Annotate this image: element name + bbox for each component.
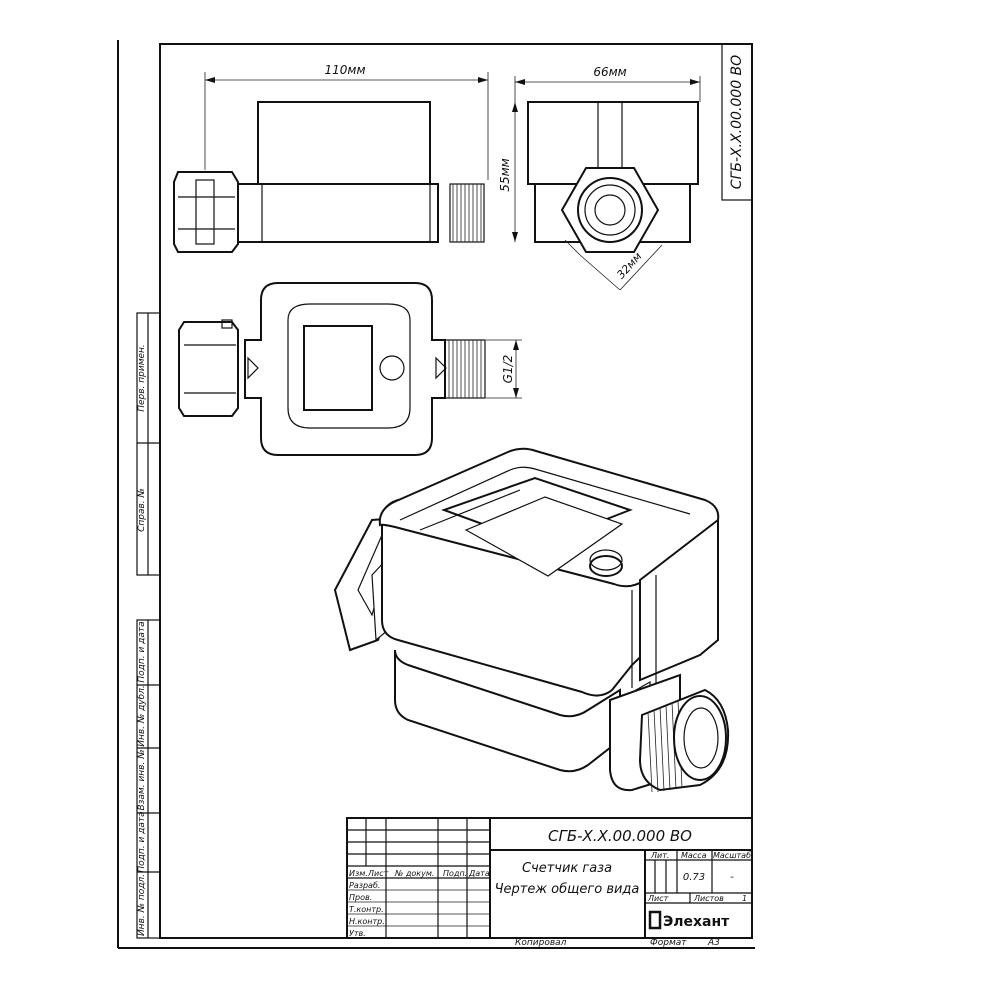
- dim-width: 66мм: [593, 65, 626, 79]
- title-block: СГБ-Х.Х.00.000 ВО Изм. Лист № докум. Под…: [346, 817, 753, 939]
- tb-header-list: Лист: [367, 869, 389, 878]
- stamp-vzam-inv: Взам. инв. №: [137, 749, 147, 810]
- stamp-podp-data-1: Подп. и дата: [137, 621, 147, 682]
- tb-list-label: Лист: [647, 894, 669, 903]
- side-stamp: Перв. примен. Справ. № Подп. и дата Инв.…: [136, 312, 161, 939]
- dim-across-flats: 32мм: [614, 250, 644, 281]
- company-logo: Элехант: [648, 910, 730, 930]
- tb-role-razrab: Разраб.: [349, 881, 380, 890]
- tb-header-dokum: № докум.: [394, 869, 434, 878]
- tb-listov-label: Листов: [693, 894, 724, 903]
- tb-listov-value: 1: [742, 894, 747, 903]
- front-thread: [449, 183, 485, 243]
- tb-header-izm: Изм.: [349, 869, 368, 878]
- tb-masshtab-value: -: [730, 872, 734, 883]
- tb-role-utv: Утв.: [349, 929, 366, 938]
- stamp-podp-data-2: Подп. и дата: [137, 811, 147, 872]
- tb-col-masshtab: Масштаб: [713, 851, 751, 860]
- footer-format-value: А3: [707, 938, 720, 948]
- vertical-code-box: СГБ-Х.Х.00.000 ВО: [721, 43, 753, 201]
- stamp-inv-dubl: Инв. № дубл.: [137, 685, 147, 747]
- stamp-perv-primen: Перв. примен.: [137, 344, 147, 412]
- dim-height: 55мм: [498, 158, 512, 191]
- side-view: 66мм 55мм 32мм: [498, 65, 701, 291]
- stamp-sprav-no: Справ. №: [137, 488, 147, 532]
- footer-format-label: Формат: [650, 938, 687, 948]
- front-view: 110мм: [173, 63, 489, 253]
- top-thread: [444, 339, 486, 399]
- tb-doc-code: СГБ-Х.Х.00.000 ВО: [548, 827, 692, 845]
- sheet-footer: Копировал Формат А3: [515, 938, 720, 948]
- top-view: G1/2: [178, 282, 522, 456]
- isometric-view: [333, 447, 730, 793]
- dim-thread: G1/2: [501, 355, 515, 384]
- stamp-inv-podl: Инв. № подл.: [137, 874, 147, 936]
- tb-header-podp: Подп.: [443, 869, 467, 878]
- tb-name-line2: Чертеж общего вида: [495, 882, 640, 897]
- tb-role-tkontr: Т.контр.: [349, 905, 384, 914]
- tb-role-prov: Пров.: [349, 893, 372, 902]
- tb-role-nkontr: Н.контр.: [349, 917, 385, 926]
- tb-col-massa: Масса: [681, 851, 707, 860]
- tb-massa-value: 0.73: [683, 872, 705, 883]
- tb-header-data: Дата: [468, 869, 490, 878]
- footer-copied: Копировал: [515, 938, 567, 948]
- dim-length: 110мм: [324, 63, 365, 77]
- tb-company: Элехант: [663, 914, 730, 930]
- tb-name-line1: Счетчик газа: [522, 861, 612, 876]
- vertical-doc-code: СГБ-Х.Х.00.000 ВО: [729, 55, 745, 189]
- tb-col-lit: Лит.: [650, 851, 669, 860]
